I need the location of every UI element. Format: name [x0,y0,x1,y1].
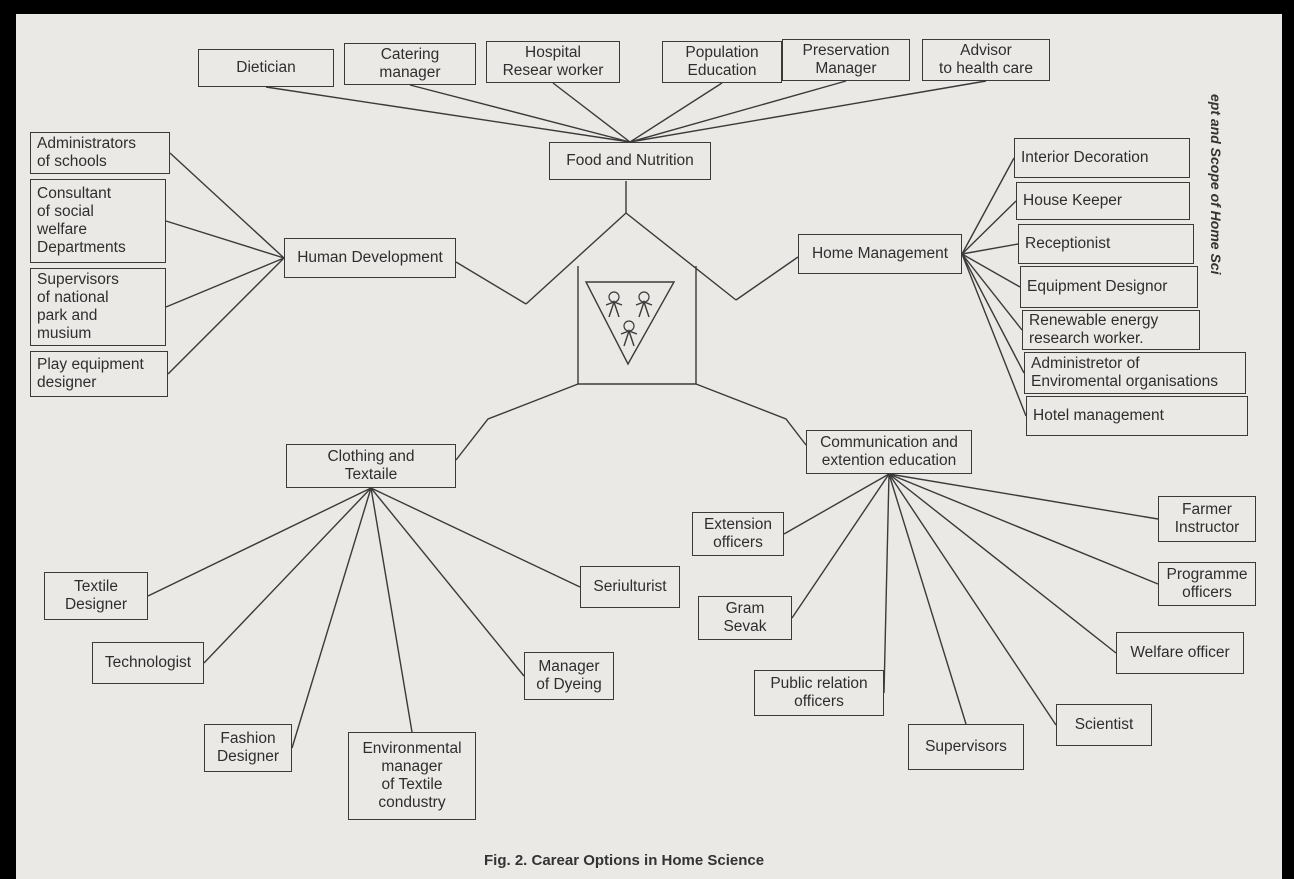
connector-career-public-relation-officers [883,473,890,694]
career-environmental-manager-textile: Environmental manager of Textile condust… [348,732,476,820]
connector-career-technologist [203,487,372,664]
career-population-education: Population Education [662,41,782,83]
connector-career-fashion-designer [291,487,372,749]
connector-career-supervisors-national-park [165,257,285,308]
connector-career-administrators-of-schools [169,152,285,259]
career-receptionist: Receptionist [1018,224,1194,264]
career-welfare-officer: Welfare officer [1116,632,1244,674]
connector-career-hospital-research-worker [552,82,631,143]
career-house-keeper: House Keeper [1016,182,1190,220]
career-preservation-manager: Preservation Manager [782,39,910,81]
career-interior-decoration: Interior Decoration [1014,138,1190,178]
career-textile-designer: Textile Designer [44,572,148,620]
connector-career-equipment-designor [961,253,1021,288]
connector-career-welfare-officer [888,473,1117,654]
career-advisor-health-care: Advisor to health care [922,39,1050,81]
career-supervisors-national-park: Supervisors of national park and musium [30,268,166,346]
connector-career-interior-decoration [961,157,1015,255]
career-scientist: Scientist [1056,704,1152,746]
connector-career-renewable-energy-research [961,253,1023,331]
career-hotel-management: Hotel management [1026,396,1248,436]
connector-career-supervisors [888,473,967,725]
connector-career-house-keeper [961,200,1017,255]
connector-career-textile-designer [147,487,372,597]
connector-career-play-equipment-designer [167,257,285,375]
diagram-page: Food and Nutrition Dietician Catering ma… [16,14,1282,879]
career-equipment-designor: Equipment Designor [1020,266,1198,308]
node-communication-extension: Communication and extention education [806,430,972,474]
node-food-nutrition: Food and Nutrition [549,142,711,180]
connector-career-extension-officers [783,473,890,535]
connector-career-programme-officers [888,473,1159,585]
children-icon [605,291,653,347]
connector-career-farmer-instructor [888,473,1159,520]
connector-career-seriulturist [370,487,581,588]
career-administrator-environmental: Administretor of Enviromental organisati… [1024,352,1246,394]
page-edge-heading: ept and Scope of Home Sci [1208,94,1224,275]
career-manager-of-dyeing: Manager of Dyeing [524,652,614,700]
connector-career-preservation-manager [629,80,847,143]
child-triangle [584,281,676,366]
connector-career-receptionist [961,243,1019,255]
central-figure [455,181,807,461]
node-clothing-textile: Clothing and Textaile [286,444,456,488]
career-consultant-social-welfare: Consultant of social welfare Departments [30,179,166,263]
career-technologist: Technologist [92,642,204,684]
career-hospital-research-worker: Hospital Resear worker [486,41,620,83]
career-play-equipment-designer: Play equipment designer [30,351,168,397]
connector-career-administrator-environmental [961,253,1025,374]
career-fashion-designer: Fashion Designer [204,724,292,772]
career-gram-sevak: Gram Sevak [698,596,792,640]
career-public-relation-officers: Public relation officers [754,670,884,716]
career-supervisors: Supervisors [908,724,1024,770]
connector-lines [147,80,1159,749]
connector-career-environmental-manager-textile [370,487,413,733]
career-farmer-instructor: Farmer Instructor [1158,496,1256,542]
career-administrators-of-schools: Administrators of schools [30,132,170,174]
career-catering-manager: Catering manager [344,43,476,85]
connector-career-dietician [265,86,631,143]
connector-career-gram-sevak [791,473,890,619]
connector-career-catering-manager [409,84,631,143]
connector-career-consultant-social-welfare [165,220,285,259]
connector-career-population-education [629,82,723,143]
connector-career-advisor-health-care [629,80,987,143]
career-seriulturist: Seriulturist [580,566,680,608]
career-extension-officers: Extension officers [692,512,784,556]
connector-career-manager-of-dyeing [370,487,525,677]
node-human-development: Human Development [284,238,456,278]
connector-career-scientist [888,473,1057,726]
career-renewable-energy-research: Renewable energy research worker. [1022,310,1200,350]
connector-career-hotel-management [961,253,1027,417]
figure-caption: Fig. 2. Carear Options in Home Science [484,852,765,869]
node-home-management: Home Management [798,234,962,274]
career-programme-officers: Programme officers [1158,562,1256,606]
career-dietician: Dietician [198,49,334,87]
